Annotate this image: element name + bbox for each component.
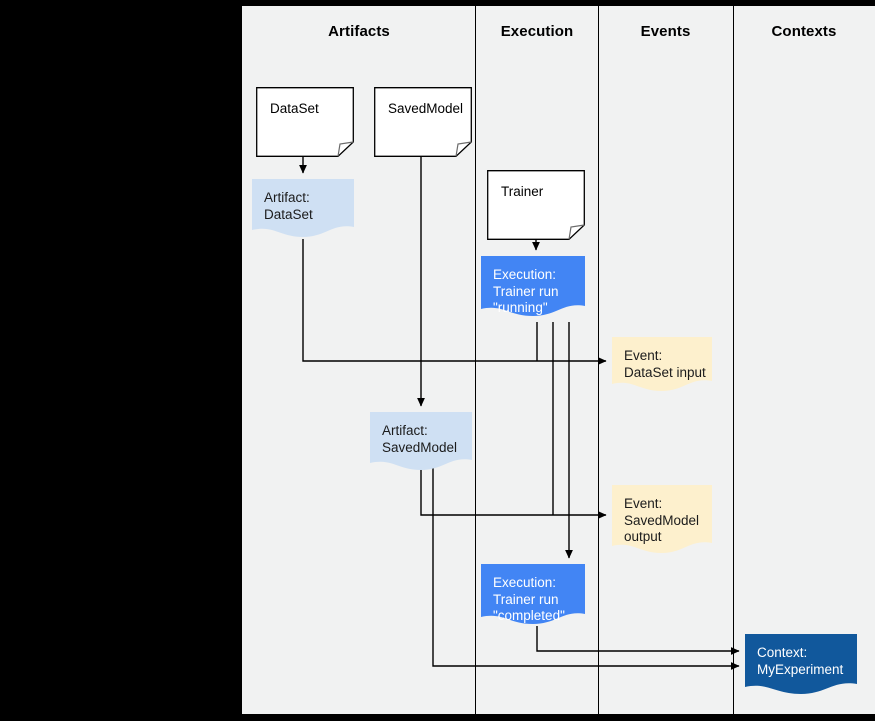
wire-execution-completed-to-context <box>536 626 740 655</box>
wire-artifact-savedmodel-to-context <box>432 468 740 670</box>
node-event-dataset-input[interactable]: Event: DataSet input <box>612 337 712 393</box>
wire-artifact-dataset-to-event-input <box>302 239 607 365</box>
node-label: Event: DataSet input <box>624 348 706 380</box>
column-header-events: Events <box>640 23 691 40</box>
node-label: Artifact: DataSet <box>264 190 313 222</box>
column-header-artifacts: Artifacts <box>328 23 390 40</box>
node-label: Context: MyExperiment <box>757 645 844 677</box>
node-label: Trainer <box>501 184 544 199</box>
node-label: DataSet <box>270 101 319 116</box>
column-divider-events-contexts <box>733 6 734 714</box>
node-trainer-type[interactable]: Trainer <box>487 170 585 240</box>
node-dataset-type[interactable]: DataSet <box>256 87 354 157</box>
node-label: Execution: Trainer run "running" <box>493 267 559 315</box>
node-execution-completed[interactable]: Execution: Trainer run "completed" <box>481 564 585 626</box>
column-header-execution: Execution <box>500 23 574 40</box>
column-header-contexts: Contexts <box>771 23 837 40</box>
node-event-savedmodel-output[interactable]: Event: SavedModel output <box>612 485 712 555</box>
node-label: Execution: Trainer run "completed" <box>493 575 565 623</box>
node-artifact-dataset[interactable]: Artifact: DataSet <box>252 179 354 239</box>
column-divider-artifacts-execution <box>475 6 476 714</box>
node-artifact-savedmodel[interactable]: Artifact: SavedModel <box>370 412 472 472</box>
node-execution-running[interactable]: Execution: Trainer run "running" <box>481 256 585 318</box>
wire-artifact-savedmodel-to-event-output <box>420 468 607 519</box>
connector-layer <box>299 157 740 670</box>
node-context-myexperiment[interactable]: Context: MyExperiment <box>745 634 857 696</box>
node-label: SavedModel <box>388 101 464 116</box>
diagram-canvas: Artifacts Execution Events Contexts <box>242 6 875 714</box>
node-savedmodel-type[interactable]: SavedModel <box>374 87 472 157</box>
node-label: Event: SavedModel output <box>624 496 700 544</box>
node-label: Artifact: SavedModel <box>382 423 458 455</box>
